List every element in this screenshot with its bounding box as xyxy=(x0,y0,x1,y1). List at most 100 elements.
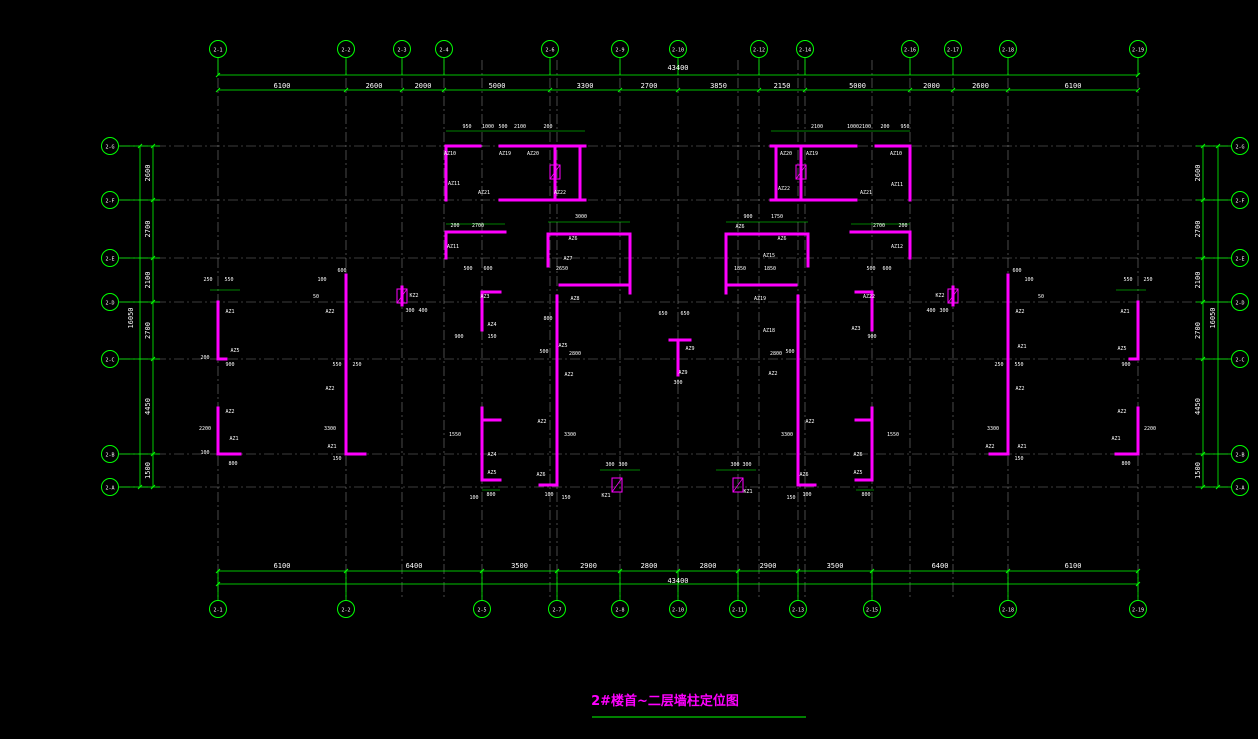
wall-tag: KZ2 xyxy=(409,293,418,299)
local-dimension: 50 xyxy=(313,294,319,300)
dim-left-tick xyxy=(150,451,156,457)
local-dimension: 2100 xyxy=(811,124,823,130)
local-dimension: 300 xyxy=(673,380,682,386)
dim-left-label: 2700 xyxy=(144,322,152,339)
axis-bubble-left-circle xyxy=(101,191,119,209)
dim-top-label: 2600 xyxy=(366,82,383,90)
axis-bubble-bottom-label: 2-15 xyxy=(866,608,878,614)
dim-right-label: 1500 xyxy=(1194,462,1202,479)
wall-tag: AZ5 xyxy=(853,470,862,476)
axis-bubble-top-label: 2-18 xyxy=(1002,48,1014,54)
overall-bottom-tick xyxy=(215,581,221,587)
overall-right-tick xyxy=(1215,484,1221,490)
local-dimension: 500 xyxy=(498,124,507,130)
axis-bubble-right-label: 2-F xyxy=(1235,199,1244,205)
local-dimension: 800 xyxy=(228,461,237,467)
local-dimension: 200 xyxy=(450,223,459,229)
local-dimension: 1750 xyxy=(771,214,783,220)
axis-bubble-left-circle xyxy=(101,137,119,155)
local-dimension: 200 xyxy=(898,223,907,229)
wall-tag: AZ1 xyxy=(1111,436,1120,442)
dim-top-tick xyxy=(215,87,221,93)
local-dimension: 900 xyxy=(743,214,752,220)
dim-top-tick xyxy=(399,87,405,93)
wall-tag: AZ7 xyxy=(563,256,572,262)
local-dimension: 950 xyxy=(462,124,471,130)
axis-bubble-bottom-label: 2-7 xyxy=(552,608,561,614)
axis-bubble-right-label: 2-C xyxy=(1235,358,1244,364)
dim-top-label: 6100 xyxy=(274,82,291,90)
axis-bubble-right-circle xyxy=(1231,350,1249,368)
dim-top-label: 5000 xyxy=(489,82,506,90)
local-dimension: 150 xyxy=(786,495,795,501)
overall-top-tick xyxy=(1135,72,1141,78)
dim-right-label: 2100 xyxy=(1194,272,1202,289)
dim-top-tick xyxy=(547,87,553,93)
axis-bubble-top-label: 2-14 xyxy=(799,48,811,54)
wall-tag: AZ11 xyxy=(448,181,460,187)
dim-right-tick xyxy=(1200,484,1206,490)
dim-bottom-tick xyxy=(479,568,485,574)
dim-left-label: 2100 xyxy=(144,272,152,289)
dim-top-tick xyxy=(441,87,447,93)
axis-bubble-bottom-label: 2-11 xyxy=(732,608,744,614)
wall-tag: AZ1 xyxy=(1017,344,1026,350)
local-dimension: 550 xyxy=(1123,277,1132,283)
local-dimension: 900 xyxy=(454,334,463,340)
dim-bottom-label: 6400 xyxy=(932,562,949,570)
column-hatch xyxy=(396,288,408,304)
local-dimension: 100 xyxy=(802,492,811,498)
wall-tag: AZ2 xyxy=(537,419,546,425)
column-outline xyxy=(795,164,807,180)
wall-tag: AZ2 xyxy=(985,444,994,450)
overall-right-tick xyxy=(1215,143,1221,149)
dim-top-label: 2600 xyxy=(972,82,989,90)
local-dimension: 800 xyxy=(543,316,552,322)
wall-tag: AZ5 xyxy=(558,343,567,349)
dim-top-label: 2000 xyxy=(415,82,432,90)
axis-bubble-left-circle xyxy=(101,249,119,267)
axis-bubble-top-circle xyxy=(999,40,1017,58)
axis-bubble-top-circle xyxy=(750,40,768,58)
column-outline xyxy=(549,164,561,180)
local-dimension: 2100 xyxy=(514,124,526,130)
dim-bottom-tick xyxy=(343,568,349,574)
dim-top-tick xyxy=(1005,87,1011,93)
wall-tag: AZ2 xyxy=(225,409,234,415)
wall-tag: AZ12 xyxy=(891,244,903,250)
wall-tag: AZ5 xyxy=(230,348,239,354)
local-dimension: 900 xyxy=(867,334,876,340)
wall-tag: AZ22 xyxy=(554,190,566,196)
local-dimension: 300 xyxy=(730,462,739,468)
axis-bubble-left-circle xyxy=(101,350,119,368)
local-dimension: 300 xyxy=(939,308,948,314)
axis-bubble-bottom-circle xyxy=(789,600,807,618)
axis-bubble-left-label: 2-D xyxy=(105,301,114,307)
local-dimension: 250 xyxy=(994,362,1003,368)
axis-bubble-top-label: 2-6 xyxy=(545,48,554,54)
axis-bubble-bottom-circle xyxy=(1129,600,1147,618)
wall-tag: AZ6 xyxy=(536,472,545,478)
axis-bubble-top-label: 2-9 xyxy=(615,48,624,54)
local-dimension: 300 xyxy=(405,308,414,314)
dim-left-tick xyxy=(150,356,156,362)
wall-tag: AZ6 xyxy=(777,236,786,242)
axis-bubble-bottom-label: 2-19 xyxy=(1132,608,1144,614)
axis-bubble-right-circle xyxy=(1231,445,1249,463)
local-dimension: 1550 xyxy=(887,432,899,438)
overall-dimension-top: 43400 xyxy=(667,64,688,72)
axis-bubble-right-circle xyxy=(1231,249,1249,267)
column-hatch xyxy=(549,164,561,180)
dim-top-tick xyxy=(343,87,349,93)
local-dimension: 50 xyxy=(1038,294,1044,300)
wall-tag: AZ2 xyxy=(805,419,814,425)
dim-bottom-tick xyxy=(617,568,623,574)
axis-bubble-top-label: 2-17 xyxy=(947,48,959,54)
local-dimension: 1850 xyxy=(764,266,776,272)
dim-bottom-label: 3500 xyxy=(511,562,528,570)
overall-top-tick xyxy=(215,72,221,78)
wall-tag: AZ2 xyxy=(1015,386,1024,392)
wall-tag: AZ2 xyxy=(564,372,573,378)
local-dimension: 3300 xyxy=(781,432,793,438)
